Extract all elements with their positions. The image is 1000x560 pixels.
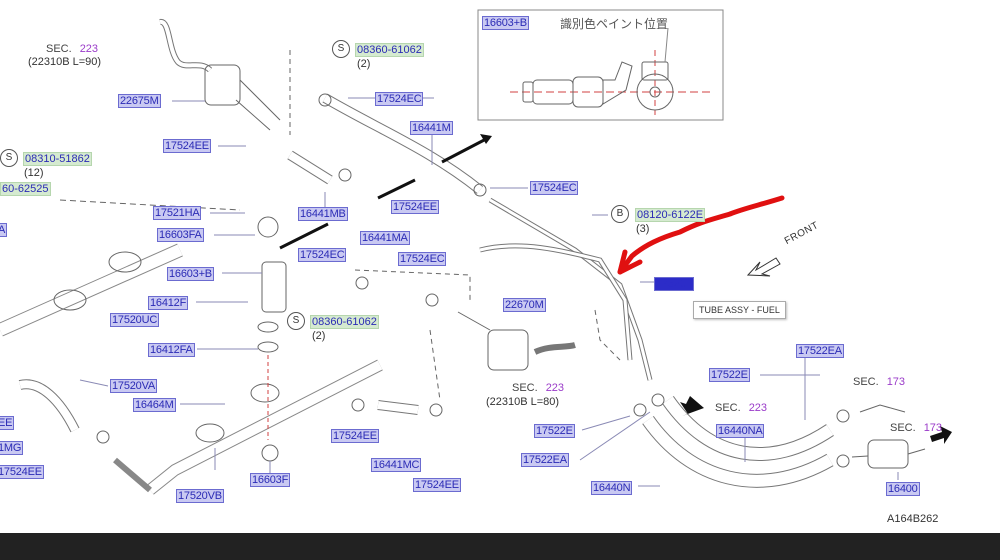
part-label[interactable]: 17520VA <box>110 379 158 393</box>
part-label[interactable]: 22670M <box>503 298 546 312</box>
section-ref[interactable]: SEC.223 <box>512 382 565 394</box>
part-label[interactable]: 17524EE <box>331 429 379 443</box>
bolt-part-label[interactable]: 08360-61062 <box>355 43 424 57</box>
part-label[interactable]: 17520VB <box>176 489 224 503</box>
part-label[interactable]: 16412F <box>148 296 189 310</box>
section-ref[interactable]: SEC.223 <box>46 43 99 55</box>
part-label[interactable]: 17524EE <box>0 465 44 479</box>
part-label[interactable]: 16400 <box>886 482 920 496</box>
bolt-qty: (2) <box>357 58 371 70</box>
bolt-part-label[interactable]: 08310-51862 <box>23 152 92 166</box>
part-label[interactable]: 16441MB <box>298 207 348 221</box>
section-sub: (22310B L=90) <box>28 56 102 68</box>
inset-part-label[interactable]: 16603+B <box>482 16 529 30</box>
section-ref[interactable]: SEC.173 <box>890 422 943 434</box>
part-label[interactable]: 16441M <box>410 121 453 135</box>
red-annotation-arrow <box>617 195 785 275</box>
fuel-system-drawing <box>0 9 952 495</box>
part-label[interactable]: 16603F <box>250 473 291 487</box>
part-label[interactable]: 17522EA <box>521 453 569 467</box>
part-label[interactable]: 17520UC <box>110 313 160 327</box>
part-label[interactable]: 17524EC <box>398 252 447 266</box>
part-label[interactable]: 16441MC <box>371 458 422 472</box>
part-label[interactable]: A <box>0 223 8 237</box>
part-label[interactable]: 17524EC <box>375 92 424 106</box>
part-label[interactable]: 16440N <box>591 481 633 495</box>
bottom-bar <box>0 533 1000 560</box>
part-label[interactable]: 16441MA <box>360 231 410 245</box>
bolt-qty: (2) <box>312 330 326 342</box>
part-label[interactable]: 17524EC <box>530 181 579 195</box>
part-tooltip: TUBE ASSY - FUEL <box>693 301 786 319</box>
selected-part-label[interactable]: 17520 <box>654 277 694 291</box>
part-label[interactable]: 16464M <box>133 398 176 412</box>
part-label[interactable]: 1MG <box>0 441 24 455</box>
parts-diagram: 16603+B 識別色ペイント位置 SEC.223 (22310B L=90) … <box>0 9 952 525</box>
inset-frame <box>477 9 724 121</box>
part-label[interactable]: 16603+B <box>167 267 214 281</box>
bolt-symbol-icon: S <box>332 40 350 58</box>
part-label[interactable]: 17522E <box>709 368 750 382</box>
bolt-qty: (12) <box>24 167 44 179</box>
bolt-symbol-icon: S <box>287 312 305 330</box>
section-sub: (22310B L=80) <box>486 396 560 408</box>
part-label[interactable]: 17521HA <box>153 206 202 220</box>
diagram-code: A164B262 <box>887 513 939 525</box>
part-label[interactable]: 17524EE <box>163 139 211 153</box>
bolt-symbol-icon: B <box>611 205 629 223</box>
part-label[interactable]: 16603FA <box>157 228 204 242</box>
bolt-part-label[interactable]: 60-62525 <box>0 182 51 196</box>
section-ref[interactable]: SEC.173 <box>853 376 906 388</box>
part-label[interactable]: 17522EA <box>796 344 844 358</box>
part-label[interactable]: 17524EE <box>391 200 439 214</box>
part-label[interactable]: 17524EE <box>413 478 461 492</box>
part-label[interactable]: 17522E <box>534 424 575 438</box>
bolt-part-label[interactable]: 08120-6122E <box>635 208 706 222</box>
part-label[interactable]: EE <box>0 416 15 430</box>
bolt-part-label[interactable]: 08360-61062 <box>310 315 379 329</box>
part-label[interactable]: 22675M <box>118 94 161 108</box>
part-label[interactable]: 16412FA <box>148 343 195 357</box>
part-label[interactable]: 16440NA <box>716 424 765 438</box>
inset-caption: 識別色ペイント位置 <box>560 17 669 31</box>
bolt-qty: (3) <box>636 223 650 235</box>
section-ref[interactable]: SEC.223 <box>715 402 768 414</box>
part-label[interactable]: 17524EC <box>298 248 347 262</box>
bolt-symbol-icon: S <box>0 149 18 167</box>
